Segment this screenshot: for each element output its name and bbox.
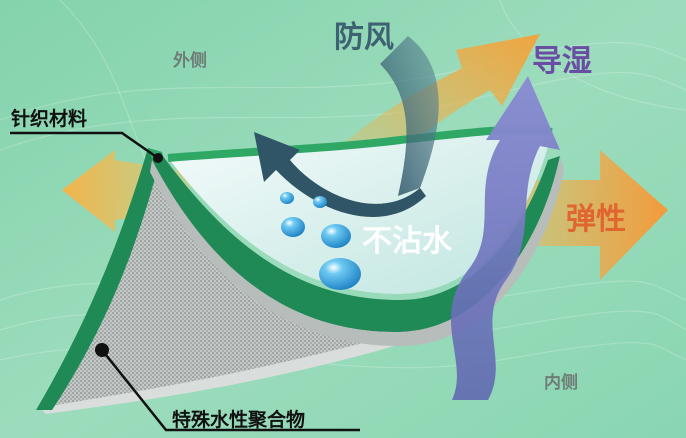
water-drop-icon: [280, 192, 294, 204]
knit-callout-dot: [153, 153, 163, 163]
moisture-wicking-label: 导湿: [532, 44, 592, 79]
wind-arrow-deflect: [254, 132, 426, 217]
water-drop-icon: [321, 224, 351, 248]
moisture-arrow: [450, 76, 560, 400]
water-drop-icon: [313, 196, 327, 208]
knit-material-label: 针织材料: [11, 108, 88, 130]
knit-callout-line: [10, 131, 159, 160]
wind-arrow-in: [380, 36, 439, 196]
polymer-label: 特殊水性聚合物: [172, 409, 306, 431]
knit-layer-left-edge: [36, 148, 162, 410]
water-droplets: [280, 192, 361, 290]
water-drop-icon: [319, 258, 361, 290]
elasticity-label: 弹性: [566, 202, 626, 237]
polymer-callout-line: [101, 349, 360, 432]
outer-side-label: 外侧: [173, 51, 207, 71]
water-repellent-label: 不沾水: [362, 224, 452, 259]
polymer-callout-dot: [95, 343, 109, 357]
windproof-label: 防风: [334, 20, 394, 55]
water-drop-icon: [281, 217, 305, 237]
callout-lines: [10, 131, 360, 432]
knit-layer-underside: [150, 156, 564, 347]
inner-side-label: 内侧: [544, 373, 578, 393]
